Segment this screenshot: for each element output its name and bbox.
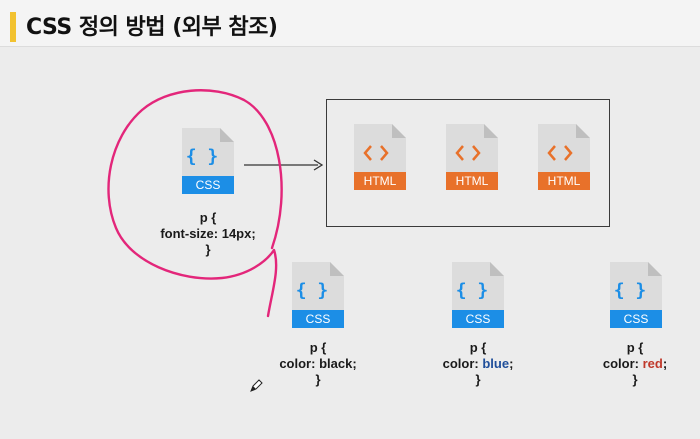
css-label: CSS: [196, 178, 221, 192]
pencil-cursor-icon: [250, 379, 263, 392]
main-css-file-icon: { } CSS: [182, 128, 234, 194]
css-label: CSS: [624, 312, 649, 326]
html-files-frame: [326, 99, 610, 227]
html-file-icon-1: HTML: [354, 124, 406, 190]
css-red-line-2: color: red;: [602, 356, 668, 371]
html-file-icon-2: HTML: [446, 124, 498, 190]
css-black-line-1: p {: [309, 340, 327, 355]
html-label: HTML: [456, 174, 489, 188]
svg-text:{ }: { }: [296, 280, 329, 301]
css-red-code: p { color: red; }: [572, 340, 698, 388]
css-black-code: p { color: black; }: [248, 340, 388, 388]
css-black-line-2: color: black;: [279, 356, 357, 371]
main-css-line-2: font-size: 14px;: [160, 226, 256, 241]
css-black-line-3: }: [315, 372, 321, 387]
slide-title: CSS 정의 방법 (외부 참조): [26, 15, 278, 40]
css-blue-line-3: }: [475, 372, 481, 387]
css-file-icon-black: { } CSS: [292, 262, 344, 328]
css-red-line-1: p {: [626, 340, 644, 355]
svg-text:{ }: { }: [186, 146, 219, 167]
main-css-line-1: p {: [199, 210, 217, 225]
html-file-icon-3: HTML: [538, 124, 590, 190]
css-red-value: red: [642, 356, 663, 371]
css-blue-line-2: color: blue;: [442, 356, 514, 371]
arrow-right-icon: [244, 159, 324, 171]
css-black-value: black: [319, 356, 353, 371]
html-label: HTML: [364, 174, 397, 188]
title-bar: CSS 정의 방법 (외부 참조): [0, 0, 700, 47]
main-css-code: p { font-size: 14px; }: [138, 210, 278, 258]
css-blue-line-1: p {: [469, 340, 487, 355]
css-label: CSS: [306, 312, 331, 326]
css-file-icon-red: { } CSS: [610, 262, 662, 328]
css-blue-code: p { color: blue; }: [408, 340, 548, 388]
html-label: HTML: [548, 174, 581, 188]
svg-text:{ }: { }: [456, 280, 489, 301]
title-accent-bar: [10, 12, 16, 42]
css-label: CSS: [466, 312, 491, 326]
css-red-line-3: }: [632, 372, 638, 387]
svg-text:{ }: { }: [614, 280, 647, 301]
css-blue-value: blue: [482, 356, 510, 371]
main-css-line-3: }: [205, 242, 211, 257]
css-file-icon-blue: { } CSS: [452, 262, 504, 328]
